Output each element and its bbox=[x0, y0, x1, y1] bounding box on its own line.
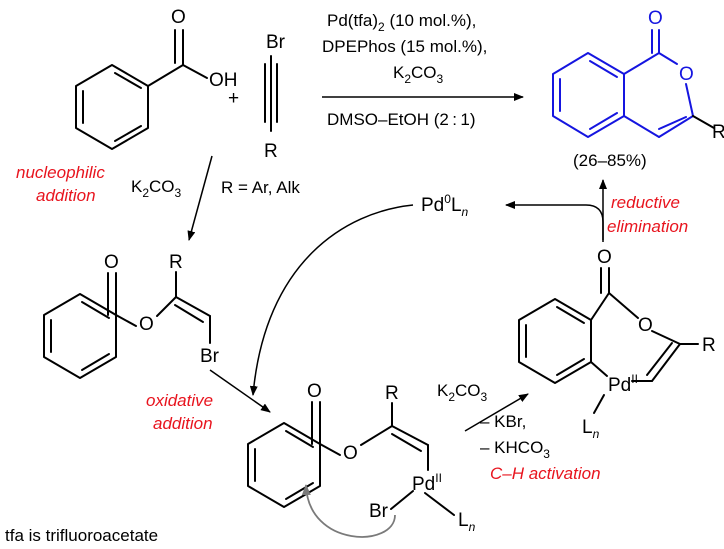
isocoumarin-product: O O R bbox=[552, 8, 724, 143]
complex-r: R bbox=[385, 383, 399, 404]
ester-r: R bbox=[169, 252, 183, 273]
cycle-l-n: n bbox=[593, 427, 600, 441]
cond-line3-k: K bbox=[393, 63, 405, 82]
pd0-pd: Pd bbox=[421, 195, 444, 216]
svg-text:Pd0Ln: Pd0Ln bbox=[421, 192, 469, 219]
complex-l-n: n bbox=[469, 520, 476, 534]
oxidative-arrow bbox=[209, 369, 271, 413]
pd0-ox: 0 bbox=[444, 192, 451, 206]
plus-sign: + bbox=[228, 88, 239, 109]
cond-line2: DPEPhos (15 mol.%), bbox=[322, 37, 487, 56]
cycle-pd: Pd bbox=[608, 375, 631, 396]
cycle-r: R bbox=[702, 335, 716, 356]
bromoalkyne: Br R bbox=[264, 32, 286, 162]
k2co3-2-s2: 3 bbox=[481, 390, 488, 404]
acid-carbonyl-o: O bbox=[171, 7, 186, 28]
label-oxidative: oxidative bbox=[146, 391, 213, 410]
svg-text:PdII: PdII bbox=[608, 372, 638, 396]
svg-text:– KHCO3: – KHCO3 bbox=[480, 438, 550, 461]
yield-range: (26–85%) bbox=[573, 151, 647, 170]
benzoic-acid: O OH bbox=[75, 7, 238, 150]
svg-text:K2CO3: K2CO3 bbox=[437, 381, 488, 404]
byproduct-kbr: – KBr, bbox=[480, 412, 526, 431]
k2co3-1-s2: 3 bbox=[175, 186, 182, 200]
reaction-conditions: Pd(tfa)2 (10 mol.%), DPEPhos (15 mol.%),… bbox=[322, 11, 524, 129]
cycle-ring-o: O bbox=[638, 315, 653, 336]
svg-text:PdII: PdII bbox=[412, 471, 442, 495]
complex-ester-o: O bbox=[343, 443, 358, 464]
r-definition: R = Ar, Alk bbox=[221, 178, 300, 197]
alkyne-r: R bbox=[264, 141, 278, 162]
cond-line1-sub: 2 bbox=[378, 20, 385, 34]
k2co3-2-k: K bbox=[437, 381, 449, 400]
byproduct-khco3-sub: 3 bbox=[543, 447, 550, 461]
svg-text:Ln: Ln bbox=[458, 510, 476, 534]
ch-activation-curved-arrow bbox=[301, 484, 396, 538]
nucleophilic-arrow bbox=[187, 155, 213, 241]
pd-ii-vinyl-complex: O O R PdII Br Ln bbox=[247, 381, 476, 534]
palladacycle: O O R PdII Ln bbox=[518, 247, 716, 441]
enol-ester-intermediate: O O R Br bbox=[43, 252, 220, 379]
complex-carbonyl-o: O bbox=[307, 381, 322, 402]
svg-text:Pd(tfa)2 (10 mol.%),: Pd(tfa)2 (10 mol.%), bbox=[327, 11, 476, 34]
svg-text:Ln: Ln bbox=[582, 417, 600, 441]
alkyne-br: Br bbox=[266, 32, 286, 53]
complex-l: L bbox=[458, 510, 469, 531]
ch-activation-arrow bbox=[464, 393, 529, 432]
label-nucleophilic: nucleophilic bbox=[16, 163, 105, 182]
label-reductive: reductive bbox=[611, 193, 680, 212]
label-nucleophilic-addition: addition bbox=[36, 186, 96, 205]
ester-o: O bbox=[139, 314, 154, 335]
pd0-l: L bbox=[451, 195, 462, 216]
cycle-l: L bbox=[582, 417, 593, 438]
cond-line1-rest: (10 mol.%), bbox=[385, 11, 477, 30]
label-ch-activation: C–H activation bbox=[490, 464, 601, 483]
cycle-pd-ox: II bbox=[631, 372, 638, 386]
complex-br: Br bbox=[369, 501, 389, 522]
svg-text:K2CO3: K2CO3 bbox=[393, 63, 444, 86]
ester-br: Br bbox=[200, 346, 220, 367]
cond-line3-sub: 2 bbox=[404, 72, 411, 86]
footnote: tfa is trifluoroacetate bbox=[5, 526, 158, 545]
reductive-elimination-arrow bbox=[505, 201, 604, 240]
k2co3-1-co: CO bbox=[149, 177, 175, 196]
cond-line1: Pd(tfa) bbox=[327, 11, 378, 30]
k2co3-1-s1: 2 bbox=[142, 186, 149, 200]
cond-line3-sub2: 3 bbox=[437, 72, 444, 86]
ester-carbonyl-o: O bbox=[104, 252, 119, 273]
k2co3-2-s1: 2 bbox=[448, 390, 455, 404]
svg-text:K2CO3: K2CO3 bbox=[131, 177, 182, 200]
acid-oh: OH bbox=[209, 70, 238, 91]
complex-pd-ox: II bbox=[435, 471, 442, 485]
product-r: R bbox=[712, 122, 724, 143]
label-elimination: elimination bbox=[607, 217, 688, 236]
k2co3-2-co: CO bbox=[455, 381, 481, 400]
byproduct-khco3: – KHCO bbox=[480, 438, 543, 457]
cond-line4: DMSO–EtOH (2 : 1) bbox=[327, 110, 476, 129]
pd0-to-oxidative-arrow bbox=[249, 204, 414, 396]
product-ring-o: O bbox=[679, 64, 694, 85]
cycle-carbonyl-o: O bbox=[597, 247, 612, 268]
cond-line3-co: CO bbox=[411, 63, 437, 82]
k2co3-1-k: K bbox=[131, 177, 143, 196]
pd0-n: n bbox=[462, 205, 469, 219]
complex-pd: Pd bbox=[412, 474, 435, 495]
product-carbonyl-o: O bbox=[648, 8, 663, 29]
label-oxidative-addition: addition bbox=[153, 414, 213, 433]
